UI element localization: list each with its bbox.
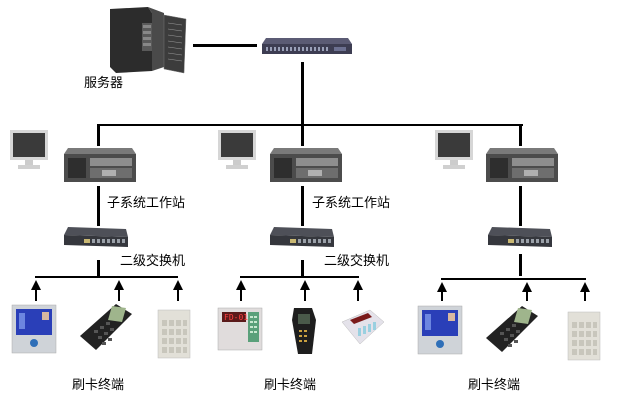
- arrow-shaft: [118, 289, 120, 301]
- attendance-machine-icon: FD-01: [217, 307, 263, 351]
- arrow-up-icon: [522, 282, 532, 292]
- arrow-up-icon: [437, 282, 447, 292]
- monitor-icon: [218, 130, 256, 169]
- server-node: [108, 5, 188, 74]
- desk-card-reader-icon: [341, 309, 385, 345]
- arrow-shaft: [240, 289, 242, 301]
- arrow-shaft: [441, 291, 443, 301]
- ws-to-switch-line: [519, 186, 522, 226]
- monitor-icon: [10, 130, 48, 169]
- handheld-scanner-icon: [292, 308, 316, 354]
- level2-switch-icon: [64, 227, 128, 247]
- server-link-line: [193, 44, 257, 47]
- switch-drop-line: [97, 260, 100, 276]
- switch-label: 二级交换机: [120, 254, 186, 269]
- arrow-shaft: [357, 289, 359, 301]
- arrow-up-icon: [580, 282, 590, 292]
- core-switch-node: [262, 36, 352, 58]
- level2-switch-icon: [270, 227, 334, 247]
- terminal-bus-line: [441, 278, 586, 280]
- svg-text:FD-01: FD-01: [224, 313, 248, 322]
- core-switch-icon: [262, 38, 352, 54]
- trunk-horizontal-line: [97, 124, 523, 126]
- server-label: 服务器: [84, 76, 124, 91]
- arrow-up-icon: [236, 280, 246, 290]
- arrow-up-icon: [31, 280, 41, 290]
- server-tower-icon: [110, 7, 187, 74]
- arrow-shaft: [584, 291, 586, 301]
- drop-line: [97, 124, 100, 146]
- arrow-shaft: [35, 289, 37, 301]
- terminal-bus-line: [35, 276, 178, 278]
- terminals-label: 刷卡终端: [264, 378, 317, 393]
- terminals-label: 刷卡终端: [468, 378, 521, 393]
- switch-drop-line: [519, 254, 522, 276]
- arrow-up-icon: [173, 280, 183, 290]
- level2-switch-icon: [488, 227, 552, 247]
- ws-to-switch-line: [97, 186, 100, 226]
- arrow-shaft: [177, 289, 179, 301]
- arrow-shaft: [304, 289, 306, 301]
- terminal-bus-line: [240, 276, 359, 278]
- touch-panel-terminal-icon: [11, 304, 57, 354]
- arrow-up-icon: [353, 280, 363, 290]
- drop-line: [519, 124, 522, 146]
- keypad-reader-icon: [157, 309, 191, 359]
- arrow-up-icon: [300, 280, 310, 290]
- arrow-shaft: [526, 291, 528, 301]
- workstation-label: 子系统工作站: [312, 196, 391, 211]
- touch-panel-terminal-icon: [417, 305, 463, 355]
- switch-label: 二级交换机: [324, 254, 390, 269]
- terminals-label: 刷卡终端: [72, 378, 125, 393]
- pos-terminal-icon: [80, 304, 132, 350]
- trunk-vertical-line: [301, 62, 304, 124]
- ws-to-switch-line: [301, 186, 304, 226]
- arrow-up-icon: [114, 280, 124, 290]
- workstation-rack-icon: [270, 148, 342, 182]
- keypad-reader-icon: [567, 311, 601, 361]
- workstation-rack-icon: [64, 148, 136, 182]
- workstation-rack-icon: [486, 148, 558, 182]
- switch-drop-line: [301, 260, 304, 276]
- pos-terminal-icon: [486, 306, 538, 352]
- drop-line: [301, 124, 304, 146]
- workstation-label: 子系统工作站: [107, 196, 186, 211]
- monitor-icon: [435, 130, 473, 169]
